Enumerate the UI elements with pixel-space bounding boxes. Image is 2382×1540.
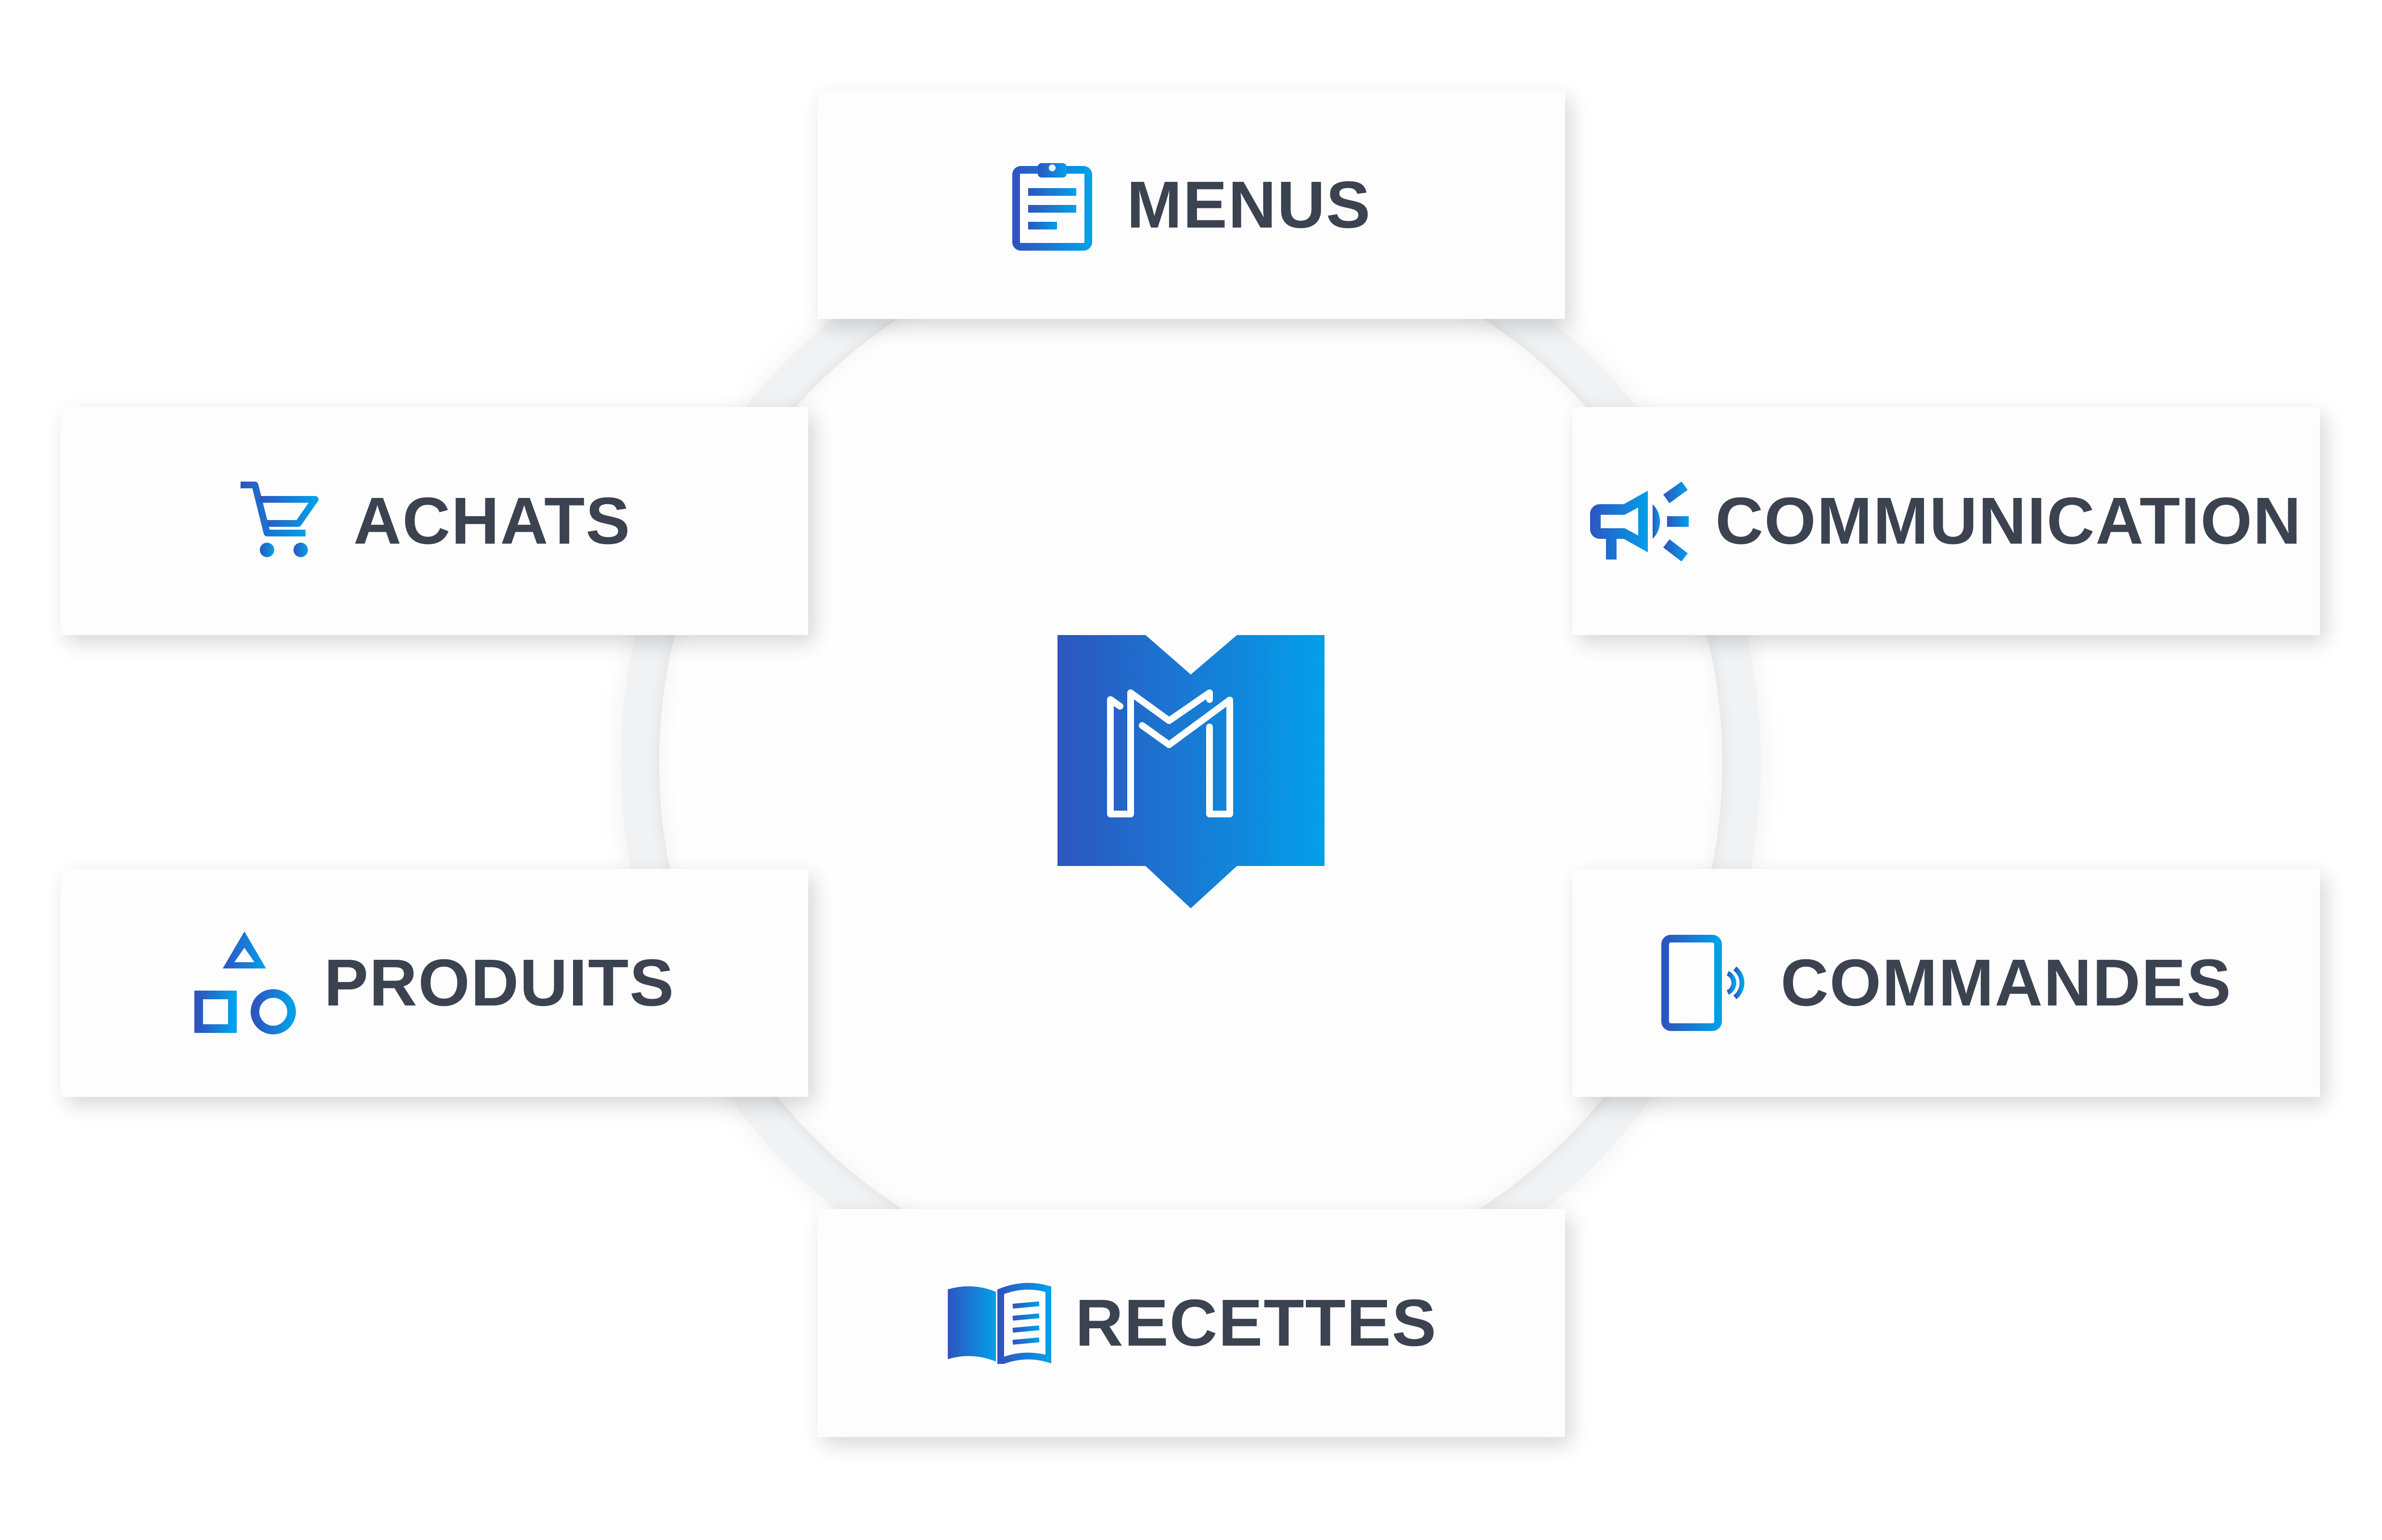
module-label: PRODUITS <box>324 945 675 1020</box>
shopping-cart-icon <box>240 482 318 557</box>
clipboard-menu-icon <box>1012 163 1092 251</box>
tablet-nfc-icon <box>1661 935 1745 1031</box>
module-label: ACHATS <box>353 484 631 558</box>
shapes-icon <box>194 931 296 1034</box>
module-label: COMMANDES <box>1781 945 2232 1020</box>
module-card-commandes[interactable]: COMMANDES <box>1572 869 2320 1097</box>
module-card-communication[interactable]: COMMUNICATION <box>1572 407 2320 635</box>
module-label: COMMUNICATION <box>1715 484 2302 558</box>
m-logo-icon <box>1057 635 1325 908</box>
megaphone-icon <box>1590 482 1689 561</box>
module-card-achats[interactable]: ACHATS <box>61 407 808 635</box>
module-label: RECETTES <box>1075 1285 1438 1360</box>
module-card-produits[interactable]: PRODUITS <box>61 869 808 1097</box>
module-card-menus[interactable]: MENUS <box>817 91 1565 319</box>
open-book-icon <box>947 1283 1051 1364</box>
module-card-recettes[interactable]: RECETTES <box>817 1209 1565 1437</box>
module-label: MENUS <box>1126 167 1372 242</box>
